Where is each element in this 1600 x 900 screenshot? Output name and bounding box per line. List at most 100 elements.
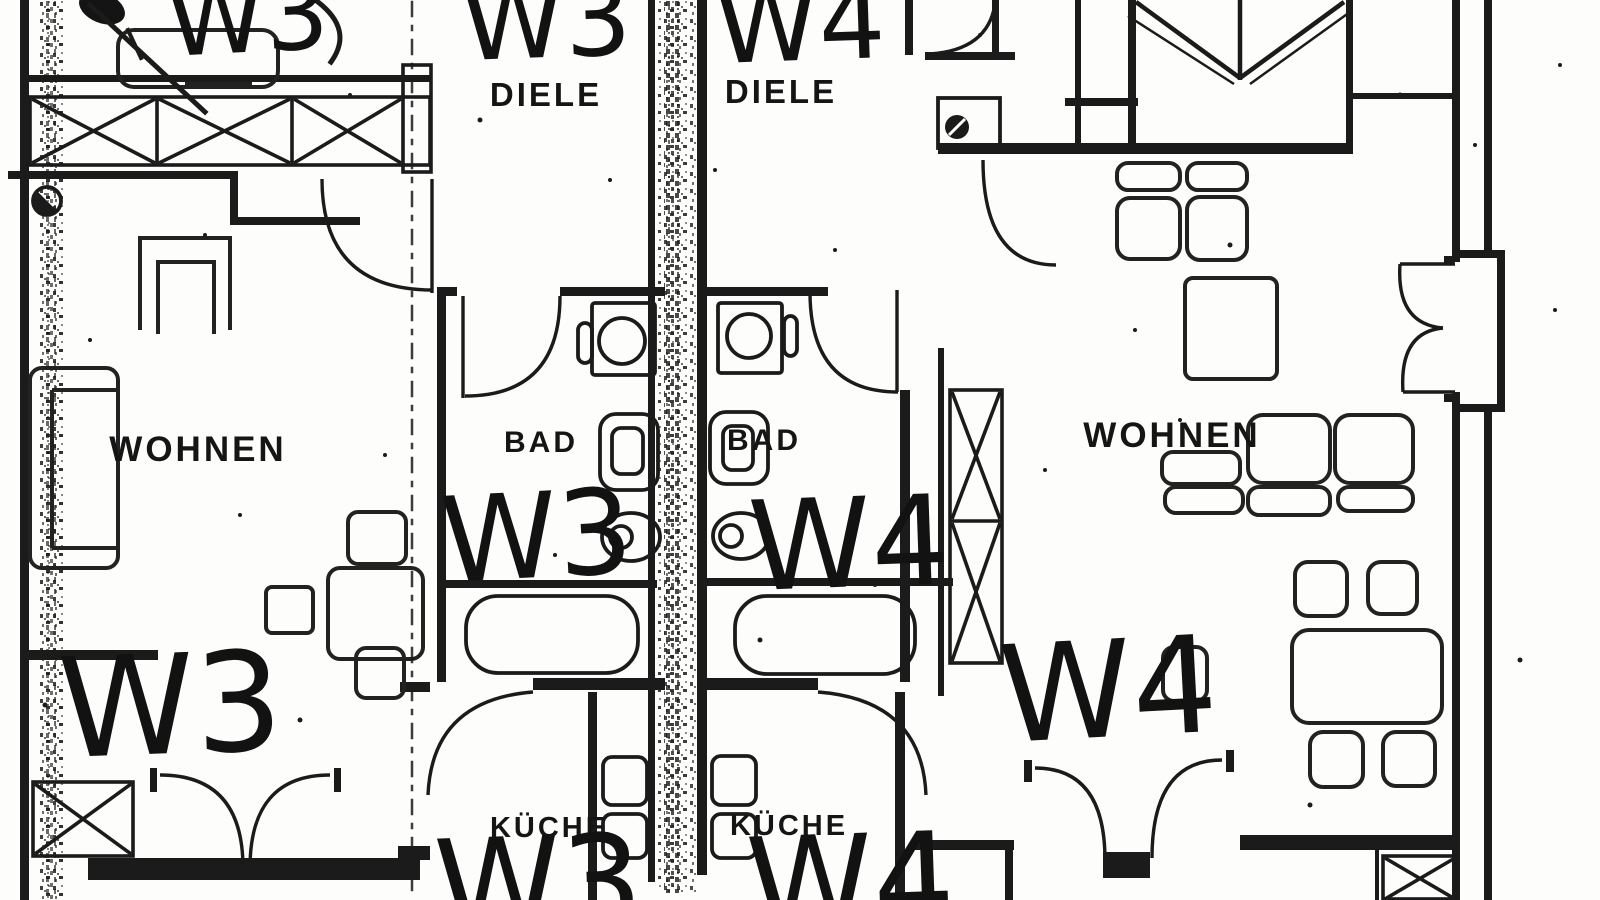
kitchen-units-w3 xyxy=(601,755,649,860)
table-square-w4 xyxy=(1183,276,1279,381)
chair-w3-2 xyxy=(354,646,406,700)
entry-wall-w4 xyxy=(925,52,1015,60)
hall-w3-bottom-wall xyxy=(88,858,420,880)
sink-w4 xyxy=(708,410,770,486)
door-jamb xyxy=(1226,750,1234,772)
walls xyxy=(8,0,1505,900)
room-label-kueche-w3: KÜCHE xyxy=(490,811,608,844)
door-entry-w4 xyxy=(929,3,997,56)
bad-w4-top-wall xyxy=(703,287,828,296)
entry-door-leaf-w4 xyxy=(992,0,999,56)
room-label-wohnen-w3: WOHNEN xyxy=(109,430,286,469)
handwritten-paren xyxy=(314,0,343,66)
double-door-hall-w3 xyxy=(159,773,331,869)
entry-wall-stub xyxy=(905,0,913,55)
apartment-label-w4-bath: W4 xyxy=(746,469,952,620)
bad-w4-mid-wall xyxy=(703,578,953,586)
apartment-label-w3-top-left: W3 xyxy=(163,0,331,80)
kueche-w4-wall xyxy=(895,692,905,900)
room-label-diele-w4: DIELE xyxy=(725,73,837,110)
door-jamb xyxy=(1444,394,1454,402)
bathtub-w3 xyxy=(464,594,640,675)
kueche-w3-wall-stub xyxy=(400,682,430,692)
toilet-w4 xyxy=(716,301,799,375)
bad-w4-right-wall xyxy=(900,390,910,682)
right-outer-wall-2-lower xyxy=(1484,410,1492,900)
shaft-wall-line xyxy=(938,348,944,696)
kueche-w3-wall xyxy=(588,692,597,900)
party-wall-w3-side xyxy=(648,0,655,882)
room-label-diele-w3: DIELE xyxy=(490,76,602,113)
furniture xyxy=(28,28,1444,789)
smudge-band-center-core xyxy=(664,0,679,893)
shaft-hatch-south-east xyxy=(1381,854,1459,900)
door-kueche-w3 xyxy=(426,690,534,796)
door-bad-w3 xyxy=(461,295,562,398)
side-table-w3 xyxy=(264,585,315,635)
door-jamb xyxy=(1024,760,1032,782)
top-wall-w3 xyxy=(27,75,432,82)
room-label-kueche-w4: KÜCHE xyxy=(730,809,848,842)
door-jamb xyxy=(150,768,157,792)
counter-line xyxy=(1352,93,1454,99)
door-wohnen-w3 xyxy=(320,178,434,293)
bidet-w4 xyxy=(711,511,771,561)
sofa-lower-w4 xyxy=(1160,413,1415,517)
wohnen-w4-bottom-wall xyxy=(912,840,1014,850)
bad-w3-bottom-wall xyxy=(533,678,665,690)
armchair-top-left xyxy=(116,28,280,89)
doors xyxy=(159,3,1455,869)
bay-wall-right xyxy=(1497,250,1505,412)
toilet-w3 xyxy=(576,301,657,377)
door-wohnen-w4 xyxy=(981,159,1057,267)
annotations xyxy=(42,0,1562,897)
dining-set-w4 xyxy=(1161,560,1444,789)
bathtub-w4 xyxy=(733,594,917,676)
closet-wall-h xyxy=(1065,98,1138,106)
double-door-wohnen-w4 xyxy=(1034,758,1223,861)
kitchen-units-w4 xyxy=(710,754,758,860)
door-jamb xyxy=(1444,256,1454,264)
room-label-wohnen-w4: WOHNEN xyxy=(1083,416,1260,455)
wohnen-w4-bottom-wall-right xyxy=(1240,835,1458,850)
apartment-label-w4-kitchen: W4 xyxy=(744,805,957,900)
wall-marker-circle xyxy=(31,185,63,217)
apartment-label-w3-south-west: W3 xyxy=(56,621,286,790)
chair-w3 xyxy=(346,510,408,566)
double-door-centre-block xyxy=(235,860,251,878)
bidet-w3 xyxy=(600,511,662,563)
bay-wall-top xyxy=(1452,250,1505,258)
left-outer-wall xyxy=(20,0,29,900)
wardrobe-left-side xyxy=(1128,0,1136,148)
french-door-balcony xyxy=(1398,262,1455,394)
boiler-w4 xyxy=(936,96,1002,150)
table-w3 xyxy=(326,566,425,661)
bad-w3-top-wall xyxy=(560,287,665,296)
apartment-label-w3-top: W3 xyxy=(459,0,634,85)
right-outer-wall-2 xyxy=(1484,0,1492,250)
diele-w4-bottom-wall xyxy=(938,143,1353,154)
bad-w3-mid-wall xyxy=(437,580,657,588)
apartment-label-w3-bath: W3 xyxy=(437,462,636,610)
hatched-elements xyxy=(28,0,1459,900)
bad-w3-top-wall-stub xyxy=(437,287,457,296)
bay-wall-bottom xyxy=(1452,404,1505,412)
sofa-w3 xyxy=(28,366,120,570)
right-outer-wall-lower xyxy=(1452,392,1460,900)
shaft-hatch-hall-w3 xyxy=(31,780,135,858)
party-wall-w4-side xyxy=(697,0,707,875)
room-label-bad-w4: BAD xyxy=(727,424,801,457)
sink-w3 xyxy=(598,412,660,492)
wall-stub-down xyxy=(1005,850,1013,900)
apartment-label-w4-south-east: W4 xyxy=(996,607,1222,774)
scan-specks xyxy=(42,33,1562,808)
shaft-hatch-w4 xyxy=(948,388,1004,665)
door-jamb xyxy=(334,768,341,792)
cabinet-w3 xyxy=(138,236,232,334)
pencil-slash xyxy=(86,1,209,116)
pencil-slash-2 xyxy=(125,27,144,61)
wardrobe-door-symbol xyxy=(1127,0,1351,86)
double-door-centre-block-w4 xyxy=(1103,852,1150,878)
